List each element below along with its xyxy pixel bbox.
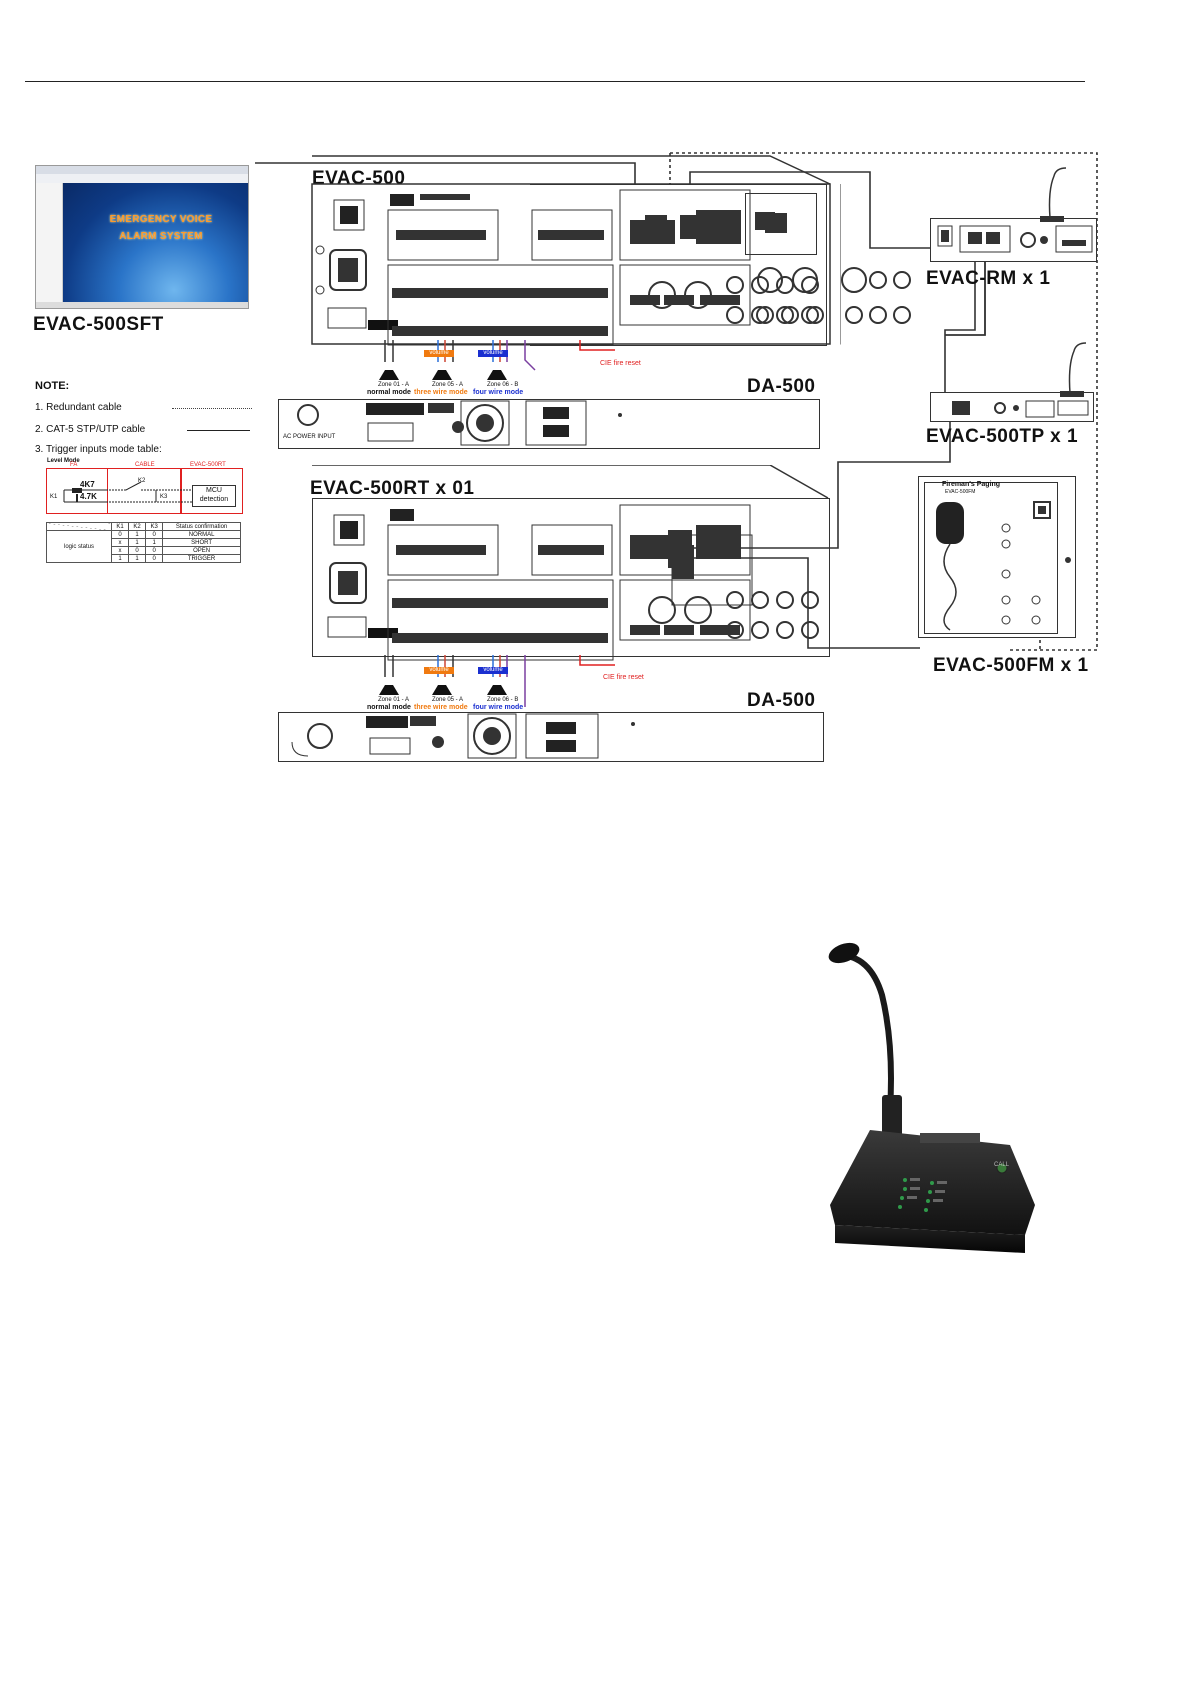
note-title: NOTE:: [35, 380, 70, 392]
top-rule: [25, 81, 1085, 82]
zone-label: Zone 06 - B: [487, 382, 519, 388]
tree-sidebar: [36, 183, 63, 303]
evac500rt-label: EVAC-500RT x 01: [310, 478, 475, 499]
evac500-rear-panel: [311, 155, 831, 346]
table-row: 1 1 0 TRIGGER: [47, 554, 241, 563]
evac500rt-components: [312, 465, 829, 661]
software-title: EMERGENCY VOICE ALARM SYSTEM: [109, 214, 213, 242]
evac-rm-components: [937, 167, 1093, 253]
window-statusbar: [36, 302, 248, 308]
network-port-icon: [645, 215, 667, 237]
zone-label: Zone 06 - B: [487, 697, 519, 703]
evac500rt-rear-panel: [312, 498, 830, 657]
da500-bottom-components: [291, 713, 635, 759]
earth-splash: [63, 183, 248, 302]
zone-label: Zone 01 - A: [378, 382, 410, 388]
da500-top-components: [297, 400, 622, 446]
audio-connectors: [648, 276, 819, 324]
cie-fire-reset-label: CIE fire reset: [600, 360, 641, 367]
cie-fire-reset-label: CIE fire reset: [603, 674, 644, 681]
k1-label: K1: [50, 494, 58, 500]
evac500sft-label: EVAC-500SFT: [33, 314, 164, 335]
trigger-mode-table: K1 K2 K3 Status confirmation logic statu…: [46, 522, 241, 563]
volume-tag-zone05: volume: [424, 667, 454, 674]
table-cell: 0: [145, 554, 164, 563]
evac500fm-inner: [924, 482, 1058, 634]
evac500fm-components: [936, 501, 1071, 631]
sd-card-icon: [765, 213, 787, 233]
mcu-detection-box: MCU detection: [192, 485, 236, 507]
k2-label: K2: [138, 478, 146, 484]
zone-mode-label: four wire mode: [473, 389, 524, 396]
fm-title: Fireman's Paging: [942, 481, 1001, 488]
trigger-wiring-svg: [63, 481, 192, 503]
zone-label: Zone 05 - A: [432, 382, 464, 388]
zone-mode-label: three wire mode: [414, 704, 468, 711]
note-item-1: 1. Redundant cable: [35, 402, 122, 413]
desk-microphone-photo: [828, 942, 1035, 1253]
zone-mode-label: normal mode: [367, 389, 411, 396]
table-row: logic status 0 1 0 NORMAL: [46, 530, 241, 563]
evac500rt-box: [181, 468, 243, 514]
rt-audio-connectors: [648, 591, 819, 639]
table-cell: TRIGGER: [162, 554, 241, 563]
resistor-47k: 4.7K: [80, 492, 97, 501]
zone-mode-label: normal mode: [367, 704, 411, 711]
volume-tag-zone05: volume: [424, 350, 454, 357]
table-cell: 1: [128, 554, 147, 563]
cable-box: [107, 468, 181, 514]
level-mode-label: Level Mode: [47, 458, 80, 464]
evac500tp-label: EVAC-500TP x 1: [926, 426, 1079, 447]
network-port-icon: [668, 530, 692, 568]
zone-mode-label: three wire mode: [414, 389, 468, 396]
note-item-2: 2. CAT-5 STP/UTP cable: [35, 424, 146, 435]
fa-label: FA: [70, 462, 78, 468]
zone-label: Zone 05 - A: [432, 697, 464, 703]
k3-label: K3: [160, 494, 168, 500]
redundant-cable: [670, 152, 1098, 651]
cat5-cable-legend: [187, 430, 250, 431]
zone-label: Zone 01 - A: [378, 697, 410, 703]
cable-label: CABLE: [135, 462, 155, 468]
evac500rt-small-label: EVAC-500RT: [190, 462, 226, 468]
da500-top-label: DA-500: [747, 376, 816, 397]
sd-slot-box: [745, 193, 817, 255]
window-titlebar: [36, 166, 248, 174]
evac500-right-section: [530, 184, 827, 346]
redundant-cable-legend: [172, 408, 252, 409]
tp-cable: [690, 405, 951, 549]
resistor-4k7: 4K7: [80, 480, 95, 489]
volume-tag-zone06: volume: [478, 667, 508, 674]
zone-mode-label: four wire mode: [473, 704, 524, 711]
evac-rm-label: EVAC-RM x 1: [926, 268, 1051, 289]
note-item-3: 3. Trigger inputs mode table:: [35, 444, 162, 455]
fm-cable: [690, 557, 920, 649]
evac500fm-label: EVAC-500FM x 1: [933, 655, 1089, 676]
da500-bottom-label: DA-500: [747, 690, 816, 711]
volume-tag-zone06: volume: [478, 350, 508, 357]
network-port-icon: [680, 215, 704, 239]
software-screenshot: EMERGENCY VOICE ALARM SYSTEM: [35, 165, 249, 309]
call-label: CALL: [994, 1162, 1010, 1168]
fm-model: EVAC-500FM: [945, 489, 976, 495]
ac-input-label: AC POWER INPUT: [283, 434, 336, 440]
evac500tp-components: [952, 342, 1089, 418]
evac500-rear-panel-right: [840, 184, 911, 345]
